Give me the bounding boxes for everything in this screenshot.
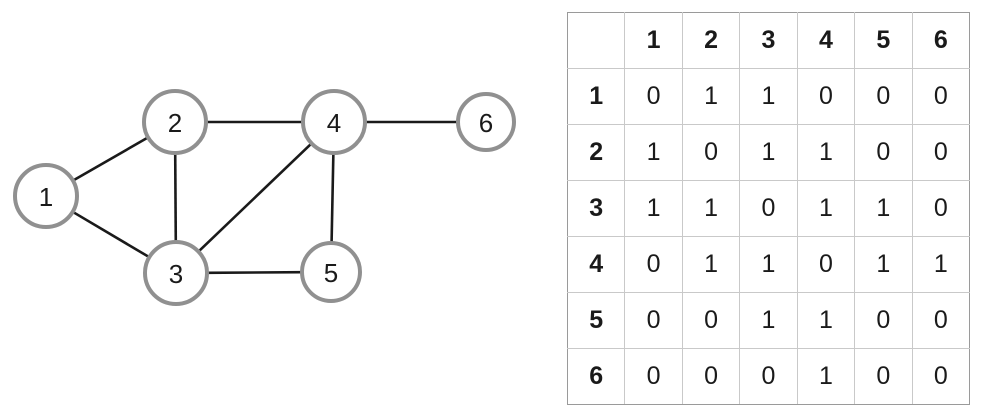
matrix-cell-1-5: 0 (854, 68, 913, 125)
graph-nodes-group: 1 2 3 4 5 6 (13, 89, 516, 306)
matrix-cell-6-4: 1 (796, 348, 856, 405)
matrix-cell-6-3: 0 (739, 348, 798, 405)
matrix-cell-4-2: 1 (681, 236, 741, 293)
matrix-cell-5-3: 1 (739, 292, 798, 349)
matrix-cell-4-1: 0 (624, 236, 683, 293)
matrix-cell-1-4: 0 (796, 68, 856, 125)
matrix-row-header-6: 6 (566, 348, 626, 405)
graph-node-label-5: 5 (324, 258, 338, 288)
graph-node-label-3: 3 (169, 259, 183, 289)
graph-node-label-1: 1 (39, 182, 53, 212)
matrix-cell-4-5: 1 (854, 236, 913, 293)
matrix-cell-3-4: 1 (796, 180, 856, 237)
matrix-row-header-1: 1 (566, 68, 626, 125)
matrix-row-header-2: 2 (566, 124, 626, 181)
matrix-row-header-3: 3 (566, 180, 626, 237)
graph-svg: 1 2 3 4 5 6 (13, 89, 516, 306)
matrix-column-header-2: 2 (681, 12, 741, 69)
matrix-column-header-4: 4 (796, 12, 856, 69)
graph-node-circle-2 (142, 89, 208, 155)
graph-node-circle-4 (301, 89, 367, 155)
matrix-cell-3-6: 0 (911, 180, 971, 237)
matrix-cell-1-1: 0 (624, 68, 683, 125)
graph-node-circle-5 (300, 241, 362, 303)
matrix-cell-4-4: 0 (796, 236, 856, 293)
graph-edges-group (72, 120, 457, 275)
matrix-cell-3-1: 1 (624, 180, 683, 237)
matrix-row-header-5: 5 (566, 292, 626, 349)
matrix-cell-6-1: 0 (624, 348, 683, 405)
graph-node-circle-6 (456, 92, 516, 152)
matrix-cell-2-6: 0 (911, 124, 971, 181)
graph-edge-2-3 (173, 153, 178, 242)
graph-edge-1-3 (72, 211, 150, 258)
graph-node-label-6: 6 (479, 108, 493, 138)
matrix-cell-3-3: 0 (739, 180, 798, 237)
matrix-column-header-5: 5 (854, 12, 913, 69)
matrix-cell-2-1: 1 (624, 124, 683, 181)
graph-node-3[interactable]: 3 (143, 240, 209, 306)
matrix-cell-5-6: 0 (911, 292, 971, 349)
matrix-cell-4-6: 1 (911, 236, 971, 293)
matrix-cell-5-2: 0 (681, 292, 741, 349)
matrix-cell-3-2: 1 (681, 180, 741, 237)
graph-node-label-4: 4 (327, 108, 341, 138)
matrix-column-header-6: 6 (911, 12, 971, 69)
graph-node-label-2: 2 (168, 108, 182, 138)
graph-node-circle-1 (13, 163, 79, 229)
matrix-cell-2-2: 0 (681, 124, 741, 181)
graph-node-1[interactable]: 1 (13, 163, 79, 229)
graph-edge-4-5 (330, 153, 335, 243)
matrix-row-header-4: 4 (566, 236, 626, 293)
graph-edge-3-5 (207, 270, 302, 275)
graph-edge-3-4 (198, 143, 312, 252)
matrix-cell-2-5: 0 (854, 124, 913, 181)
matrix-cell-2-3: 1 (739, 124, 798, 181)
matrix-cell-6-6: 0 (911, 348, 971, 405)
graph-node-4[interactable]: 4 (301, 89, 367, 155)
matrix-cell-3-5: 1 (854, 180, 913, 237)
graph-edge-1-2 (73, 136, 148, 182)
matrix-cell-1-3: 1 (739, 68, 798, 125)
matrix-cell-5-4: 1 (796, 292, 856, 349)
matrix-cell-1-6: 0 (911, 68, 971, 125)
matrix-cell-6-2: 0 (681, 348, 741, 405)
graph-node-circle-3 (143, 240, 209, 306)
graph-diagram-panel: 1 2 3 4 5 6 (13, 89, 516, 306)
graph-node-5[interactable]: 5 (300, 241, 362, 303)
matrix-cell-4-3: 1 (739, 236, 798, 293)
matrix-column-header-3: 3 (739, 12, 798, 69)
matrix-cell-5-1: 0 (624, 292, 683, 349)
matrix-cell-1-2: 1 (681, 68, 741, 125)
matrix-cell-5-5: 0 (854, 292, 913, 349)
matrix-cell-6-5: 0 (854, 348, 913, 405)
graph-node-6[interactable]: 6 (456, 92, 516, 152)
matrix-cell-2-4: 1 (796, 124, 856, 181)
matrix-corner-cell (566, 12, 626, 69)
graph-node-2[interactable]: 2 (142, 89, 208, 155)
matrix-column-header-1: 1 (624, 12, 683, 69)
